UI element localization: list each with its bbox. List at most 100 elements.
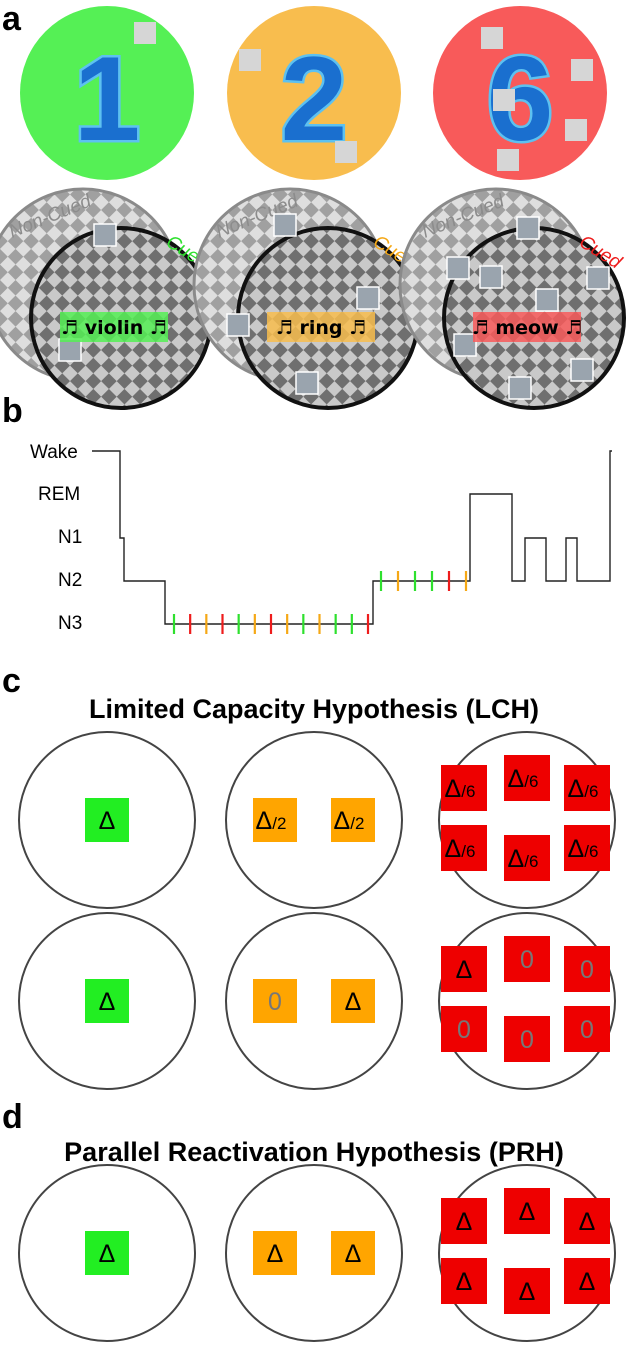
- stage-label-n3: N3: [58, 613, 82, 634]
- category-circle: [20, 6, 194, 180]
- effect-square: Δ: [504, 1268, 550, 1314]
- effect-square-fill: [253, 1231, 297, 1275]
- effect-square: Δ/6: [564, 765, 610, 811]
- panel-b-letter: b: [2, 392, 23, 430]
- effect-square: Δ: [85, 979, 129, 1023]
- effect-value: Δ/6: [445, 835, 476, 863]
- effect-value: Δ: [456, 956, 473, 984]
- effect-value: 0: [520, 946, 534, 974]
- effect-value: 0: [457, 1016, 471, 1044]
- effect-square: Δ: [253, 1231, 297, 1275]
- grey-square: [497, 149, 519, 171]
- effect-square: 0: [564, 946, 610, 992]
- cue-sound-label: ♬ ring ♬: [276, 317, 366, 339]
- grey-square: [481, 27, 503, 49]
- effect-value: Δ/6: [568, 835, 599, 863]
- stimulus-thumbnail: [295, 371, 319, 395]
- effect-square-fill: [564, 1198, 610, 1244]
- effect-value: Δ: [99, 1240, 116, 1268]
- effect-square-fill: [564, 825, 610, 871]
- effect-square: Δ: [441, 1198, 487, 1244]
- hypnogram-trace: [92, 450, 612, 625]
- cue-label-box: [267, 312, 375, 342]
- grey-square: [493, 89, 515, 111]
- effect-square-fill: [564, 765, 610, 811]
- memory-circle: [18, 912, 196, 1090]
- effect-square-fill: [504, 1188, 550, 1234]
- effect-value: Δ/2: [334, 807, 365, 835]
- category-circle: [227, 6, 401, 180]
- category-circle: [433, 6, 607, 180]
- stimulus-thumbnail: [58, 338, 82, 362]
- memory-circle: [438, 731, 616, 909]
- effect-value: Δ: [99, 807, 116, 835]
- effect-square-fill: [564, 1006, 610, 1052]
- memory-circle: [438, 1164, 616, 1342]
- effect-square: Δ/2: [331, 798, 375, 842]
- grey-square: [335, 141, 357, 163]
- prh-title: Parallel Reactivation Hypothesis (PRH): [64, 1137, 564, 1167]
- effect-square: Δ: [441, 1258, 487, 1304]
- effect-square-fill: [85, 979, 129, 1023]
- effect-square: 0: [253, 979, 297, 1023]
- stimulus-thumbnail: [570, 358, 594, 382]
- stimulus-thumbnail: [453, 333, 477, 357]
- effect-square: 0: [564, 1006, 610, 1052]
- stage-label-n1: N1: [58, 527, 82, 548]
- stimulus-thumbnail: [446, 256, 470, 280]
- category-number: 1: [74, 32, 141, 166]
- effect-square: Δ/6: [441, 825, 487, 871]
- effect-value: 0: [520, 1026, 534, 1054]
- effect-square: Δ: [564, 1258, 610, 1304]
- effect-value: Δ: [519, 1198, 536, 1226]
- effect-square: Δ/6: [504, 835, 550, 881]
- effect-square-fill: [564, 946, 610, 992]
- effect-square-fill: [504, 835, 550, 881]
- effect-square: Δ: [85, 798, 129, 842]
- cue-ticks: [172, 571, 468, 634]
- effect-square-fill: [564, 1258, 610, 1304]
- effect-square-fill: [441, 1198, 487, 1244]
- effect-square-fill: [504, 1016, 550, 1062]
- effect-value: 0: [580, 1016, 594, 1044]
- effect-square: Δ: [331, 1231, 375, 1275]
- effect-square: Δ: [441, 946, 487, 992]
- effect-square: Δ/6: [441, 765, 487, 811]
- stimulus-thumbnail: [479, 265, 503, 289]
- effect-square-fill: [441, 946, 487, 992]
- effect-square: Δ: [504, 1188, 550, 1234]
- memory-circle: [18, 1164, 196, 1342]
- effect-square-fill: [85, 1231, 129, 1275]
- memory-circle: [225, 731, 403, 909]
- stimulus-thumbnail: [508, 376, 532, 400]
- effect-value: Δ/6: [568, 775, 599, 803]
- stimulus-thumbnail: [586, 266, 610, 290]
- memory-circle: [18, 731, 196, 909]
- memory-circle: [225, 912, 403, 1090]
- effect-square-fill: [441, 1006, 487, 1052]
- stage-label-wake: Wake: [30, 442, 78, 463]
- effect-square: 0: [441, 1006, 487, 1052]
- effect-square-fill: [504, 936, 550, 982]
- stimulus-thumbnail: [516, 216, 540, 240]
- effect-value: Δ: [345, 988, 362, 1016]
- cue-label-box: [60, 312, 168, 342]
- cue-sound-label: ♬ meow ♬: [472, 317, 583, 339]
- effect-square-fill: [331, 979, 375, 1023]
- effect-square-fill: [85, 798, 129, 842]
- effect-square: 0: [504, 1016, 550, 1062]
- panel-d-letter: d: [2, 1098, 23, 1136]
- stage-label-n2: N2: [58, 570, 82, 591]
- memory-circle: [225, 1164, 403, 1342]
- grey-square: [565, 119, 587, 141]
- effect-square-fill: [331, 798, 375, 842]
- effect-value: Δ: [579, 1268, 596, 1296]
- effect-square-fill: [441, 765, 487, 811]
- effect-value: 0: [580, 956, 594, 984]
- stimulus-thumbnail: [535, 288, 559, 312]
